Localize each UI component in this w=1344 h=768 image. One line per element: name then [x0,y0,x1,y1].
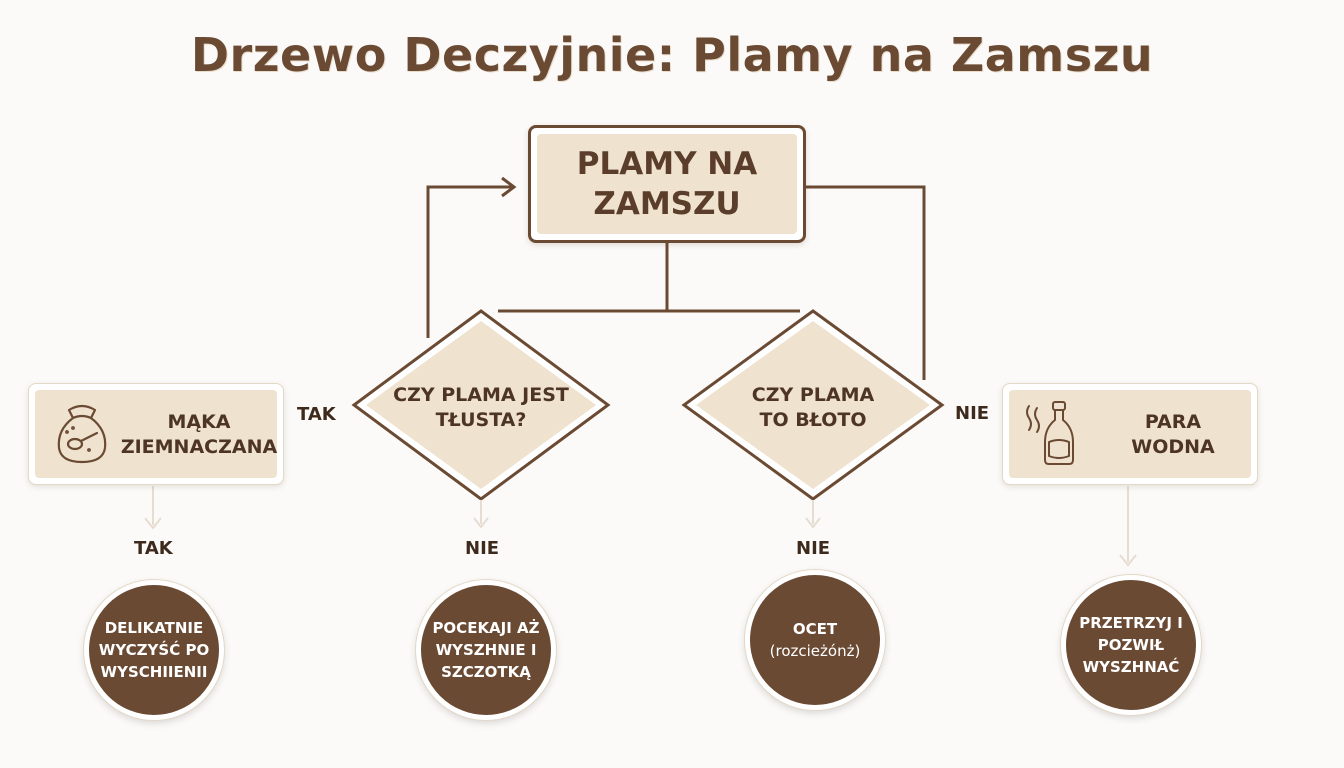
page-title: Drzewo Deczyjnie: Plamy na Zamszu [190,28,1154,82]
edge-label-nie-side: NIE [955,403,990,424]
decision-2-label: CZY PLAMA TO BŁOTO [751,384,875,431]
card-flour-line1: MĄKA [167,411,231,433]
edge-label-tak-side: TAK [297,404,336,425]
decision-diamond-2-fill [696,321,930,489]
outcome-circle-1: DELIKATNIE WYCZYŚĆ PO WYSCHIIENII [84,580,224,720]
card-flour-line2: ZIEMNACZANA [120,436,278,458]
steam-bottle-icon [1026,401,1074,465]
root-label-line2: ZAMSZU [593,186,741,222]
root-label-line1: PLAMY NA [576,146,758,182]
left-loop-line [426,185,512,338]
edge-label-tak-card1: TAK [134,538,173,559]
root-node: PLAMY NA ZAMSZU [528,125,806,243]
arrow-decision1-head [473,517,489,529]
left-loop-arrowhead [501,176,517,198]
arrow-card2-head [1119,554,1137,567]
outcome-circle-3: OCET (rozcieżónż) [745,570,885,710]
decision-diamond-1-fill [366,321,596,489]
arrow-decision2-head [805,517,821,529]
arrow-card1-head [144,517,162,530]
remedy-card-flour: MĄKA ZIEMNACZANA [28,383,284,485]
right-loop-line [806,185,926,380]
outcome-circle-4: PRZETRZYJ I POZWIŁ WYSZHNAĆ [1061,575,1201,715]
edge-label-nie-decision2: NIE [796,538,831,559]
remedy-card-steam: PARA WODNA [1002,383,1258,485]
outcome-circle-2: POCEKAJI AŻ WYSZHNIE I SZCZOTKĄ [416,580,556,720]
card-steam-line1: PARA [1144,411,1202,433]
card-steam-line2: WODNA [1131,436,1215,458]
flour-bag-icon [57,404,107,464]
edge-label-nie-decision1: NIE [465,538,500,559]
decision-1-label: CZY PLAMA JEST TŁUSTA? [393,384,569,431]
